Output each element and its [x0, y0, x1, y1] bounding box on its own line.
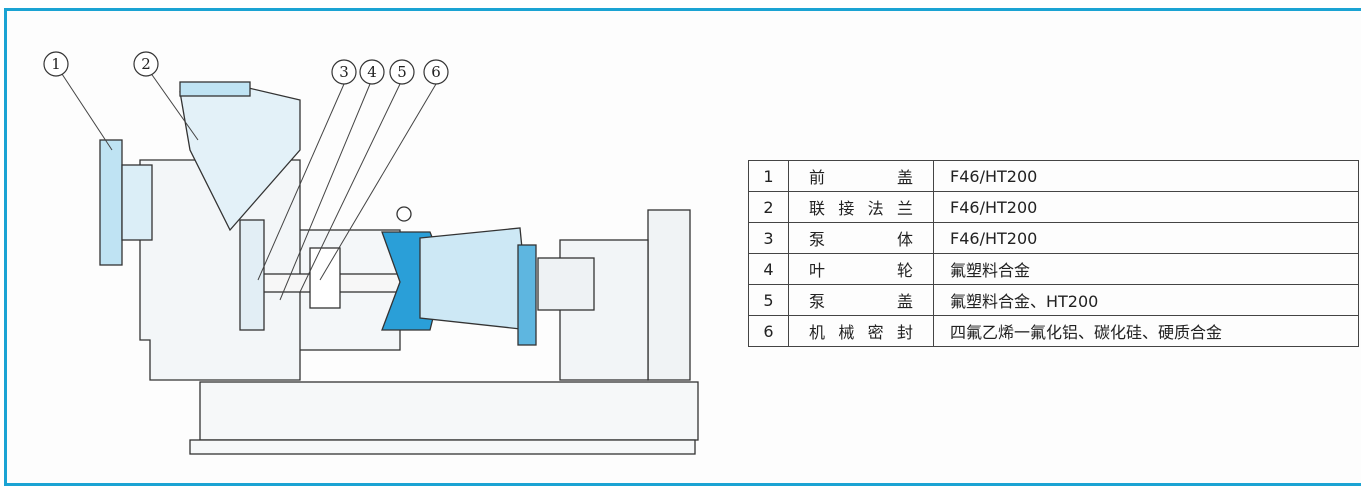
parts-table: 1 前盖 F46/HT200 2 联接法兰 F46/HT200 3 泵体 F46…	[748, 160, 1359, 347]
callout-5	[389, 59, 415, 85]
conical-housing	[419, 227, 531, 331]
table-row: 2 联接法兰 F46/HT200	[748, 191, 1359, 223]
part-name: 联接法兰	[788, 191, 934, 223]
part-name: 泵体	[788, 222, 934, 254]
callout-4	[359, 59, 385, 85]
part-material: 氟塑料合金	[933, 253, 1359, 285]
part-name: 叶轮	[788, 253, 934, 285]
lifting-eye	[396, 206, 412, 222]
table-row: 1 前盖 F46/HT200	[748, 160, 1359, 192]
callout-label-3: 3	[339, 63, 349, 81]
callout-3	[331, 59, 357, 85]
base-plate	[199, 381, 699, 441]
callout-label-4: 4	[367, 63, 377, 81]
part-material: F46/HT200	[933, 160, 1359, 192]
motor-body	[647, 209, 691, 381]
callout-label-1: 1	[51, 55, 61, 73]
coupling	[537, 257, 595, 311]
part-number: 4	[748, 253, 789, 285]
part-material: F46/HT200	[933, 222, 1359, 254]
callout-label-2: 2	[141, 55, 151, 73]
table-row: 6 机械密封 四氟乙烯一氟化铝、碳化硅、硬质合金	[748, 315, 1359, 347]
callout-2	[133, 51, 159, 77]
part-number: 1	[748, 160, 789, 192]
discharge-top	[179, 81, 251, 97]
part-number: 6	[748, 315, 789, 347]
part-material: 氟塑料合金、HT200	[933, 284, 1359, 316]
part-number: 3	[748, 222, 789, 254]
callout-label-6: 6	[431, 63, 441, 81]
callout-1	[43, 51, 69, 77]
table-row: 5 泵盖 氟塑料合金、HT200	[748, 284, 1359, 316]
table-row: 4 叶轮 氟塑料合金	[748, 253, 1359, 285]
part-number: 2	[748, 191, 789, 223]
table-row: 3 泵体 F46/HT200	[748, 222, 1359, 254]
front-cover-flange	[99, 139, 123, 266]
part-name: 前盖	[788, 160, 934, 192]
part-material: 四氟乙烯一氟化铝、碳化硅、硬质合金	[933, 315, 1359, 347]
part-name: 机械密封	[788, 315, 934, 347]
seal-box	[309, 247, 341, 309]
part-number: 5	[748, 284, 789, 316]
front-cover-neck	[121, 164, 153, 241]
base-foot	[189, 439, 696, 455]
part-material: F46/HT200	[933, 191, 1359, 223]
callout-6	[423, 59, 449, 85]
callout-label-5: 5	[397, 63, 407, 81]
part-name: 泵盖	[788, 284, 934, 316]
motor-flange	[517, 244, 537, 346]
